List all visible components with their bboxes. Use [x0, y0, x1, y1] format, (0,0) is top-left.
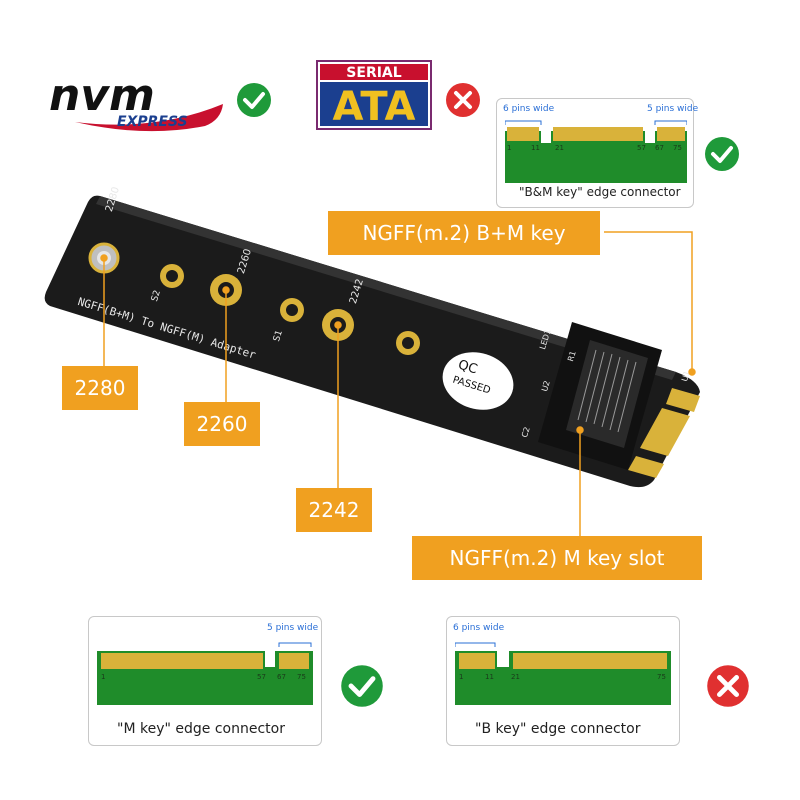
m-ok-icon: [340, 664, 384, 712]
bm-pin-67: 67: [655, 144, 664, 152]
bm-right-note: 5 pins wide: [647, 104, 699, 114]
b-pin-11: 11: [485, 673, 494, 681]
m-pin-67: 67: [277, 673, 286, 681]
bm-pin-11: 11: [531, 144, 540, 152]
bm-pin-75: 75: [673, 144, 682, 152]
m-pin-75: 75: [297, 673, 306, 681]
callout-2280: 2280: [62, 366, 138, 410]
bm-key-card: 6 pins wide 5 pins wide 1 11 21 57 67 75…: [496, 98, 698, 208]
bm-pin-1: 1: [507, 144, 512, 152]
m-caption: "M key" edge connector: [117, 721, 285, 737]
nvm-ok-icon: [236, 82, 272, 122]
callout-2260: 2260: [184, 402, 260, 446]
b-no-icon: [706, 664, 750, 712]
bm-ok-icon: [704, 136, 740, 176]
b-left-note: 6 pins wide: [453, 623, 505, 633]
sata-logo-main: ATA: [333, 84, 416, 130]
b-key-card: 6 pins wide 1 11 21 75 "B key" edge conn…: [446, 616, 680, 746]
nvm-logo-text: nvm: [49, 70, 155, 121]
nvm-logo-sub: EXPRESS: [117, 114, 188, 130]
m-right-note: 5 pins wide: [267, 623, 319, 633]
sata-no-icon: [445, 82, 481, 122]
nvm-express-logo: nvm EXPRESS: [45, 62, 230, 134]
bm-pin-57: 57: [637, 144, 646, 152]
serial-ata-logo: SERIAL ATA: [316, 60, 432, 130]
callout-2242: 2242: [296, 488, 372, 532]
b-connector-graphic: [455, 637, 671, 705]
callout-bm-key: NGFF(m.2) B+M key: [328, 211, 600, 255]
b-pin-1: 1: [459, 673, 464, 681]
bm-pin-21: 21: [555, 144, 564, 152]
bm-left-note: 6 pins wide: [503, 104, 555, 114]
b-caption: "B key" edge connector: [475, 721, 641, 737]
bm-connector-graphic: [505, 120, 687, 183]
sata-logo-top: SERIAL: [346, 65, 401, 81]
m-key-card: 5 pins wide 1 57 67 75 "M key" edge conn…: [88, 616, 322, 746]
b-pin-75: 75: [657, 673, 666, 681]
m-pin-1: 1: [101, 673, 106, 681]
callout-m-key-slot: NGFF(m.2) M key slot: [412, 536, 702, 580]
bm-caption: "B&M key" edge connector: [519, 185, 681, 199]
m-pin-57: 57: [257, 673, 266, 681]
b-pin-21: 21: [511, 673, 520, 681]
m-connector-graphic: [97, 637, 313, 705]
